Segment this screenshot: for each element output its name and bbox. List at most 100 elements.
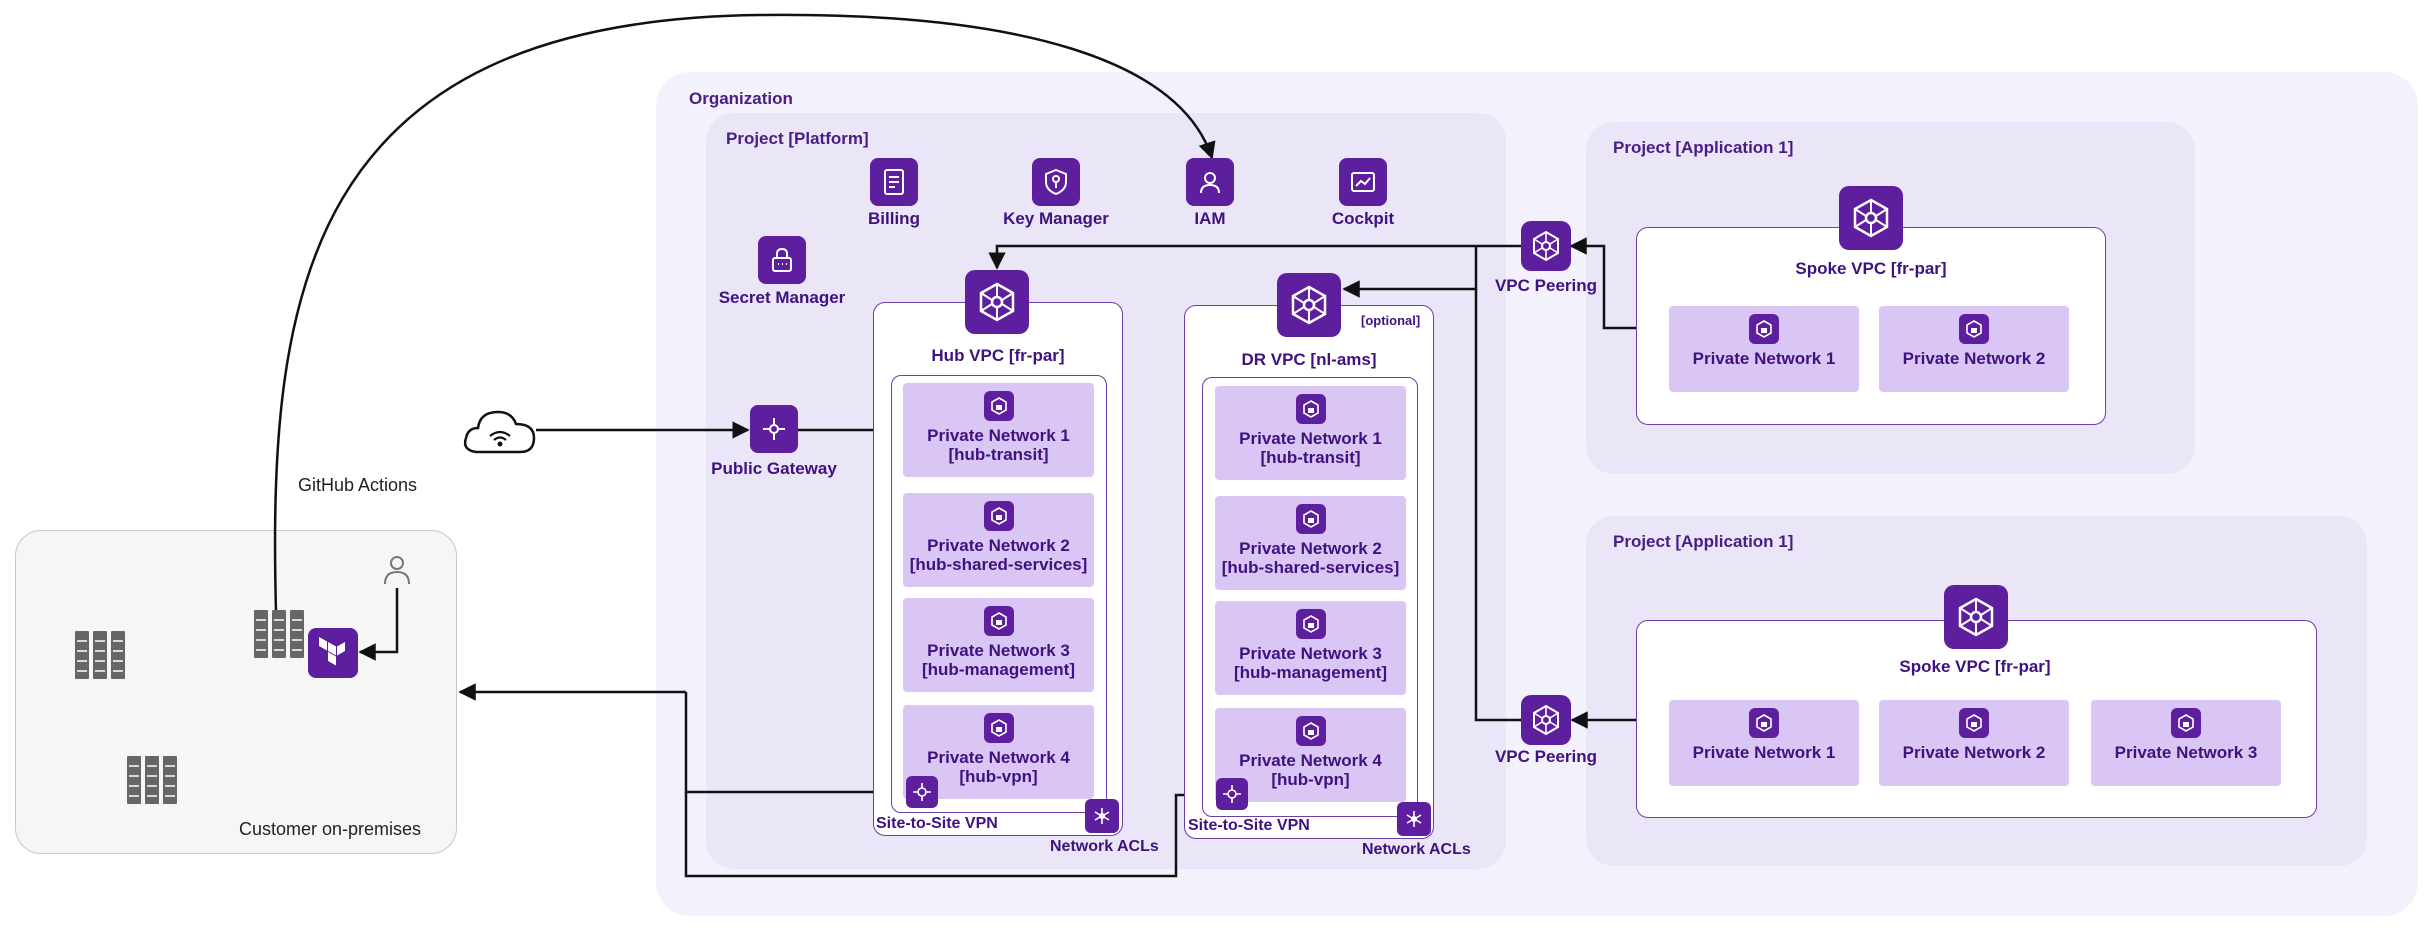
private-network-icon (983, 606, 1014, 636)
dr-vpc-icon (1277, 273, 1341, 337)
dr-vpn-label: Site-to-Site VPN (1188, 817, 1310, 834)
iam-label: IAM (1194, 209, 1226, 228)
peering-to-dr-connector (1342, 246, 1478, 298)
hub-private-network-3-name: Private Network 3 (927, 641, 1070, 660)
key-manager-label: Key Manager (1003, 209, 1109, 228)
hub-private-network-2-name: Private Network 2 (927, 536, 1070, 555)
hub-vpc-title: Hub VPC [fr-par] (931, 346, 1065, 365)
private-network-icon (983, 501, 1014, 531)
cockpit-label: Cockpit (1331, 209, 1395, 228)
app1-private-network-2-name: Private Network 2 (1902, 349, 2046, 368)
hub-private-network-1-name: Private Network 1 (927, 426, 1070, 445)
spoke1-to-peering-connector (1569, 237, 1637, 330)
project-app1-title: Project [Application 1] (1613, 138, 1794, 157)
vpc-peering-1-icon[interactable] (1521, 221, 1571, 271)
public-gateway-icon (750, 405, 798, 453)
hub-vpn-label: Site-to-Site VPN (876, 815, 998, 832)
github-actions-label: GitHub Actions (298, 475, 418, 495)
terraform-user-connector (358, 588, 399, 661)
hub-vpn-icon[interactable] (906, 776, 938, 808)
private-network-icon (1749, 314, 1779, 344)
peering2-link-connector (1474, 289, 1523, 722)
key-manager-service[interactable]: Key Manager (996, 158, 1116, 229)
iam-icon (1186, 158, 1234, 206)
app1-private-network-1[interactable]: Private Network 1 (1669, 306, 1859, 392)
cockpit-service[interactable]: Cockpit (1323, 158, 1403, 229)
dr-private-network-1-sub: [hub-transit] (1260, 448, 1361, 467)
dr-private-network-3-sub: [hub-management] (1234, 663, 1387, 682)
billing-label: Billing (868, 209, 920, 228)
customer-onpremises-label: Customer on-premises (239, 819, 422, 839)
app2-private-network-3[interactable]: Private Network 3 (2091, 700, 2281, 786)
dr-vpn-icon[interactable] (1216, 778, 1248, 810)
private-network-icon (2171, 708, 2201, 738)
spoke-vpc-1-title: Spoke VPC [fr-par] (1795, 259, 1947, 278)
key-manager-icon (1032, 158, 1080, 206)
customer-onpremises-region (15, 530, 457, 854)
server-rack-icon (73, 627, 129, 688)
dr-private-network-3-name: Private Network 3 (1239, 644, 1382, 663)
public-gateway[interactable]: Public Gateway (710, 405, 838, 479)
peering-to-hub-connector (988, 244, 1523, 270)
private-network-icon (983, 713, 1014, 743)
hub-private-network-4-name: Private Network 4 (927, 748, 1070, 767)
dr-private-network-4-name: Private Network 4 (1239, 751, 1382, 770)
secret-manager-icon (758, 236, 806, 284)
project-platform-title: Project [Platform] (726, 129, 869, 148)
app2-private-network-3-name: Private Network 3 (2114, 743, 2258, 762)
billing-icon (870, 158, 918, 206)
hub-private-network-3[interactable]: Private Network 3 [hub-management] (903, 598, 1094, 692)
hub-network-acls-icon[interactable] (1085, 799, 1119, 833)
github-to-iam-connector (273, 13, 1216, 613)
private-network-icon (983, 391, 1014, 421)
app2-private-network-2[interactable]: Private Network 2 (1879, 700, 2069, 786)
private-network-icon (1959, 314, 1989, 344)
project-app2-title: Project [Application 1] (1613, 532, 1794, 551)
hub-private-network-2-sub: [hub-shared-services] (909, 555, 1088, 574)
server-rack-icon (252, 606, 308, 667)
app1-private-network-2[interactable]: Private Network 2 (1879, 306, 2069, 392)
billing-service[interactable]: Billing (856, 158, 932, 229)
vpc-peering-1-label: VPC Peering (1494, 276, 1598, 295)
organization-title: Organization (689, 89, 793, 108)
dr-private-network-2-sub: [hub-shared-services] (1221, 558, 1400, 577)
iam-service[interactable]: IAM (1172, 158, 1248, 229)
dr-private-network-2-name: Private Network 2 (1239, 539, 1382, 558)
dr-private-network-1[interactable]: Private Network 1 [hub-transit] (1215, 386, 1406, 480)
hub-vpc-icon (965, 270, 1029, 334)
hub-private-network-1-sub: [hub-transit] (948, 445, 1049, 464)
dr-private-network-1-name: Private Network 1 (1239, 429, 1382, 448)
dr-private-network-2[interactable]: Private Network 2 [hub-shared-services] (1215, 496, 1406, 590)
dr-private-network-3[interactable]: Private Network 3 [hub-management] (1215, 601, 1406, 695)
internet-cloud-icon (462, 404, 540, 456)
private-network-icon (1295, 716, 1326, 746)
app2-private-network-1[interactable]: Private Network 1 (1669, 700, 1859, 786)
dr-private-network-4-sub: [hub-vpn] (1271, 770, 1350, 789)
server-rack-icon (125, 752, 181, 813)
hub-private-network-4-sub: [hub-vpn] (959, 767, 1038, 786)
hub-network-acls-label: Network ACLs (1050, 838, 1159, 855)
vpc-peering-2-icon[interactable] (1521, 695, 1571, 745)
app2-private-network-1-name: Private Network 1 (1692, 743, 1836, 762)
hub-private-network-4[interactable]: Private Network 4 [hub-vpn] (903, 705, 1094, 799)
app2-private-network-2-name: Private Network 2 (1902, 743, 2046, 762)
spoke-vpc-1-icon (1839, 186, 1903, 250)
private-network-icon (1959, 708, 1989, 738)
cockpit-icon (1339, 158, 1387, 206)
spoke-vpc-2-title: Spoke VPC [fr-par] (1899, 657, 2051, 676)
private-network-icon (1295, 609, 1326, 639)
public-gateway-label: Public Gateway (711, 459, 837, 478)
hub-private-network-2[interactable]: Private Network 2 [hub-shared-services] (903, 493, 1094, 587)
spoke-vpc-2-icon (1944, 585, 2008, 649)
hub-private-network-3-sub: [hub-management] (922, 660, 1075, 679)
terraform-icon (308, 628, 358, 678)
private-network-icon (1749, 708, 1779, 738)
dr-network-acls-icon[interactable] (1397, 802, 1431, 836)
dr-network-acls-label: Network ACLs (1362, 841, 1471, 858)
secret-manager-label: Secret Manager (718, 288, 846, 307)
hub-private-network-1[interactable]: Private Network 1 [hub-transit] (903, 383, 1094, 477)
private-network-icon (1295, 394, 1326, 424)
app1-private-network-1-name: Private Network 1 (1692, 349, 1836, 368)
secret-manager-service[interactable]: Secret Manager (717, 236, 847, 308)
